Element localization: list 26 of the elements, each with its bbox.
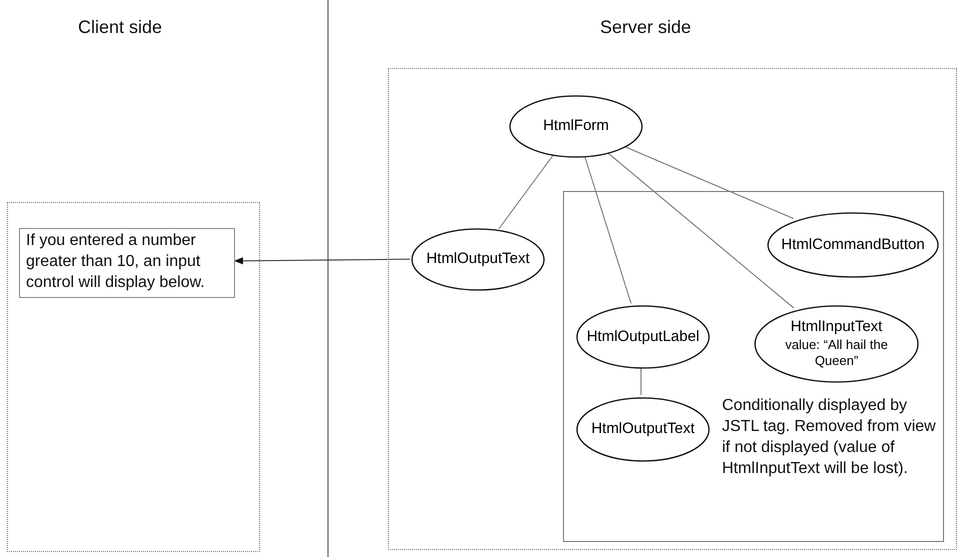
group-box <box>563 191 944 542</box>
node-title: HtmlOutputText <box>590 420 696 439</box>
arrow <box>234 257 411 264</box>
note-text: Conditionally displayed by JSTL tag. Removed from view if not displayed (value of HtmlInputText will be lost). <box>722 396 937 479</box>
ellipse-node <box>411 228 545 291</box>
ellipse-node <box>576 397 710 462</box>
node-title: HtmlOutputLabel <box>586 328 700 346</box>
connector-line <box>584 156 632 304</box>
node-title: HtmlOutputText <box>425 250 531 269</box>
text-box: If you entered a number greater than 10, an input control will display below. <box>19 228 235 298</box>
connector-line <box>498 154 554 230</box>
node-title: HtmlInputText <box>790 318 884 338</box>
node-title: HtmlForm <box>542 117 610 136</box>
node-title: HtmlCommandButton <box>780 236 926 254</box>
connector-line <box>624 146 794 219</box>
connector-line <box>607 152 794 309</box>
ellipse-node <box>767 212 939 278</box>
ellipse-node <box>754 305 919 383</box>
node-value: value: “All hail the Queen” <box>784 337 889 370</box>
column-heading: Server side <box>600 16 692 39</box>
ellipse-node <box>509 95 643 158</box>
dotted-panel <box>7 202 260 552</box>
column-heading: Client side <box>78 16 162 39</box>
dotted-panel <box>388 68 957 550</box>
connector-line <box>640 366 642 396</box>
ellipse-node <box>576 305 710 369</box>
